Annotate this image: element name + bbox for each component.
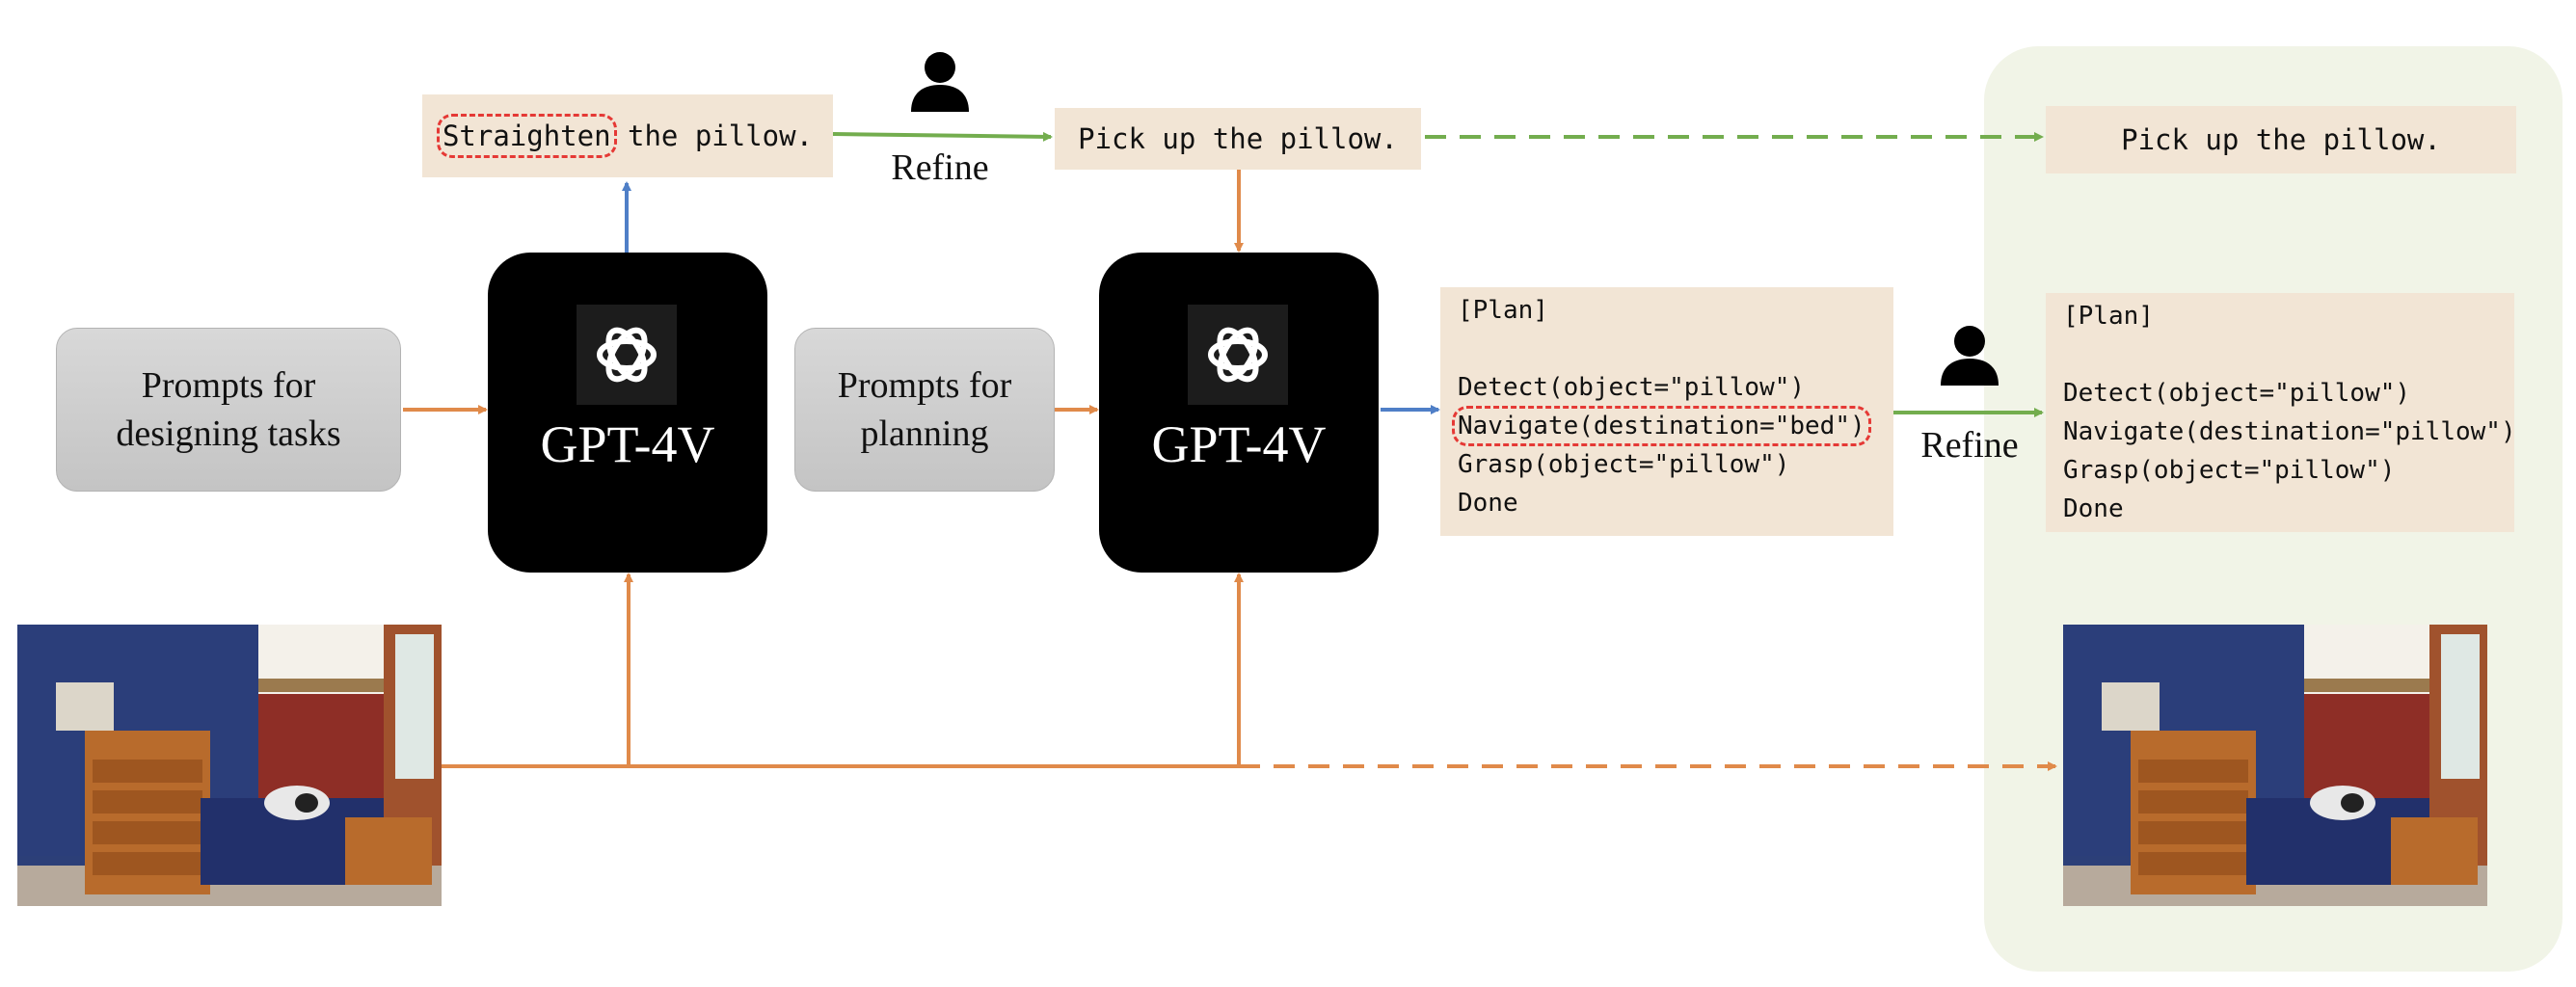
refined-task-text: Pick up the pillow.	[1078, 122, 1398, 155]
plan-line: Navigate(destination="pillow")	[2063, 417, 2516, 446]
gpt4v-model-box-1: GPT-4V	[488, 253, 767, 573]
initial-task-box: Straighten the pillow.	[422, 94, 833, 177]
final-task-text: Pick up the pillow.	[2121, 123, 2441, 156]
refined-task-box: Pick up the pillow.	[1055, 108, 1421, 170]
bedroom-image-output	[2063, 625, 2487, 906]
initial-plan-box: [Plan] Detect(object="pillow") Navigate(…	[1440, 287, 1893, 536]
final-task-box: Pick up the pillow.	[2046, 106, 2516, 173]
highlighted-verb: Straighten	[436, 114, 617, 158]
prompt-box-designing: Prompts for designing tasks	[56, 328, 401, 492]
plan-line-highlighted: Navigate(destination="bed")	[1452, 406, 1893, 446]
plan-line: Done	[1458, 489, 1518, 518]
user-icon	[911, 52, 969, 112]
openai-logo-icon	[1188, 305, 1288, 405]
refine-label-1: Refine	[891, 147, 989, 188]
plan-line: Detect(object="pillow")	[1458, 373, 1806, 402]
bedroom-image-input	[17, 625, 442, 906]
plan-line: Grasp(object="pillow")	[2063, 456, 2396, 485]
user-icon	[1941, 326, 1999, 386]
plan-line: [Plan]	[1458, 296, 1548, 325]
plan-line: Grasp(object="pillow")	[1458, 450, 1790, 479]
arrow-task-refine	[832, 131, 1053, 142]
prompt-designing-label: Prompts for designing tasks	[116, 365, 341, 454]
plan-line	[2063, 335, 2514, 374]
plan-line: Detect(object="pillow")	[2063, 379, 2411, 408]
gpt4v-label-2: GPT-4V	[1151, 415, 1327, 473]
refine-label-2: Refine	[1920, 425, 2019, 466]
gpt4v-model-box-2: GPT-4V	[1099, 253, 1379, 573]
highlighted-plan-step: Navigate(destination="bed")	[1452, 406, 1871, 446]
plan-line	[1458, 330, 1893, 368]
openai-logo-icon	[577, 305, 677, 405]
initial-task-rest: the pillow.	[610, 120, 814, 152]
plan-line: Done	[2063, 494, 2124, 523]
final-plan-box: [Plan] Detect(object="pillow") Navigate(…	[2046, 293, 2516, 532]
prompt-planning-label: Prompts for planning	[837, 365, 1012, 454]
prompt-box-planning: Prompts for planning	[794, 328, 1055, 492]
plan-line: [Plan]	[2063, 302, 2154, 331]
gpt4v-label-1: GPT-4V	[540, 415, 715, 473]
